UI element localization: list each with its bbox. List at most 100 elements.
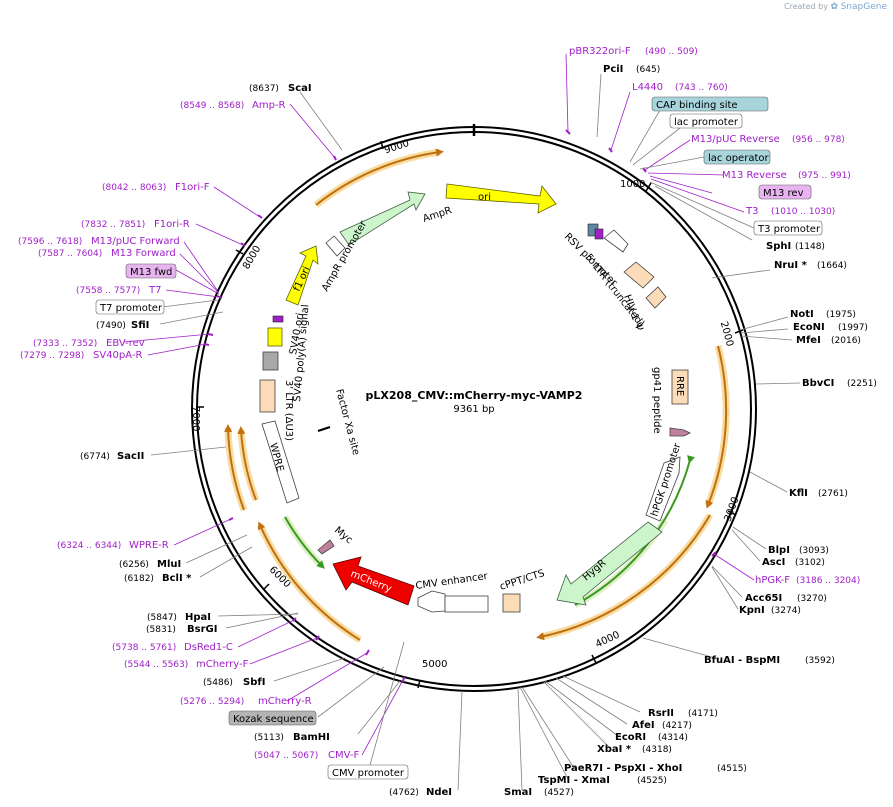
feature-3-ltr — [259, 379, 276, 413]
enzyme-name-bcli: BclI * — [162, 573, 192, 584]
snapgene-logo-icon: ✿ — [830, 2, 839, 12]
bleader-cmv-promoter — [369, 641, 405, 766]
tick-2000 — [734, 329, 744, 334]
primer-name-mcherry-r: mCherry-R — [258, 696, 312, 707]
bleader-kozak — [317, 666, 385, 718]
box-label-kozak: Kozak sequence — [233, 714, 314, 725]
primer-pos-amp-r: (8549 .. 8568) — [180, 101, 244, 111]
enzyme-name-sbfi: SbfI — [243, 677, 265, 688]
pleader-mcherry-r — [286, 652, 368, 702]
primer-name-pbr322: pBR322ori-F — [569, 46, 631, 57]
enzyme-name-bamhi: BamHI — [293, 732, 330, 743]
pleader-l4440 — [610, 91, 631, 151]
feature-myc — [317, 539, 335, 555]
pleader-m13rev-box — [649, 175, 713, 194]
enzyme-labels: (8637) ScaI PciI (645) SphI (1148) NruI … — [80, 64, 877, 798]
tick-1000 — [645, 182, 652, 192]
pleader-t3 — [650, 178, 745, 213]
enzyme-pos-bsrgi: (5831) — [146, 625, 176, 635]
enzyme-pos-bbvci: (2251) — [847, 379, 877, 389]
primer-pos-m13puc-rev: (956 .. 978) — [792, 135, 845, 145]
enzyme-pos-nrui: (1664) — [817, 261, 847, 271]
leader-mlui — [185, 534, 248, 564]
leader-xmai — [519, 686, 569, 780]
primer-pos-f1ori-f: (8042 .. 8063) — [102, 183, 166, 193]
enzyme-name-sacii: SacII — [117, 451, 144, 462]
enzyme-pos-acc65i: (3270) — [797, 594, 827, 604]
orf-arc-glow-6 — [237, 429, 260, 502]
enzyme-pos-xbai: (4318) — [642, 745, 672, 755]
box-label-cmv-promoter: CMV promoter — [332, 768, 405, 779]
backbone — [191, 124, 757, 692]
enzyme-pos-scai: (8637) — [249, 84, 279, 94]
pleader-m13puc-rev — [644, 139, 691, 171]
feature-hiv-psi — [645, 286, 667, 309]
enzyme-pos-bamhi: (5113) — [254, 733, 284, 743]
orf-arc-2 — [705, 345, 728, 509]
enzyme-pos-sphi: (1148) — [795, 242, 825, 252]
enzyme-name-mfei: MfeI — [796, 335, 821, 346]
leader-nrui — [711, 269, 771, 279]
enzyme-pos-econi: (1997) — [838, 323, 868, 333]
feature-gp41 — [669, 427, 691, 437]
primer-pos-m13-forward: (7587 .. 7604) — [38, 249, 102, 259]
box-t3-promoter — [753, 220, 823, 236]
orf-arc-1 — [315, 148, 444, 206]
bleader-lac-promoter — [632, 127, 681, 166]
enzyme-name-pcii: PciI — [603, 64, 623, 75]
feature-label-cppt: cPPT/CTS — [499, 568, 547, 593]
leader-kfli — [749, 471, 788, 493]
leader-econi — [740, 328, 789, 334]
primer-pos-ebv: (7333 .. 7352) — [33, 339, 97, 349]
primer-pos-m13-reverse: (975 .. 991) — [798, 171, 851, 181]
tick-3000 — [727, 510, 737, 516]
orf-arc-5 — [224, 424, 245, 511]
feature-label-ampr: AmpR — [422, 205, 454, 225]
box-cmv-promoter — [327, 764, 409, 780]
leader-ecori — [544, 680, 619, 737]
leader-sphi — [654, 185, 753, 241]
box-label-cap: CAP binding site — [656, 100, 738, 111]
feature-m13rev-site — [594, 228, 604, 240]
leader-xhoi — [521, 686, 575, 769]
primer-name-m13puc-rev: M13/pUC Reverse — [691, 134, 780, 145]
primer-mark-mcherry-r — [365, 649, 370, 656]
box-label-t3-promoter: T3 promoter — [757, 224, 821, 235]
primer-name-wpre-r: WPRE-R — [129, 540, 169, 551]
primer-name-t3: T3 — [745, 206, 758, 217]
leader-pcii — [596, 73, 602, 138]
primer-name-sv40pa: SV40pA-R — [93, 350, 142, 361]
primer-pos-wpre-r: (6324 .. 6344) — [57, 541, 121, 551]
tick-label-8000: 8000 — [241, 244, 263, 272]
primer-name-cmv-f: CMV-F — [328, 750, 359, 761]
pleader-dsred — [237, 619, 295, 648]
enzyme-name-sfii: SfiI — [131, 320, 149, 331]
feature-label-cmv-enhancer: CMV enhancer — [415, 571, 489, 592]
feature-label-hpgk: hPGK promoter — [649, 441, 683, 518]
tick-8000 — [235, 249, 244, 255]
leader-noti — [739, 316, 789, 331]
enzyme-pos-mlui: (6256) — [119, 560, 149, 570]
tick-label-2000: 2000 — [718, 320, 735, 347]
feature-factor-xa — [317, 426, 331, 432]
bleader-t3-promoter — [649, 181, 755, 229]
feature-5-ltr — [623, 261, 655, 289]
box-label-lac-operator: lac operator — [708, 153, 769, 164]
enzyme-name-ndei: NdeI — [426, 787, 452, 798]
primer-name-f1ori-f: F1ori-F — [175, 182, 210, 193]
primer-name-m13-reverse: M13 Reverse — [722, 170, 787, 181]
bleader-lac-operator — [639, 156, 705, 170]
leader-rsrii — [562, 675, 641, 713]
leader-kpni — [711, 566, 739, 610]
enzyme-name-rsrii: RsrII — [648, 708, 674, 719]
feature-wpre — [261, 420, 300, 504]
primer-pos-t3: (1010 .. 1030) — [771, 207, 835, 217]
primer-mark-t7 — [216, 295, 223, 299]
primer-labels: pBR322ori-F (490 .. 509) L4440 (743 .. 7… — [18, 46, 860, 761]
enzyme-name-sphi: SphI — [766, 241, 791, 252]
leader-mfei — [740, 335, 793, 341]
enzyme-pos-rsrii: (4171) — [688, 709, 718, 719]
plasmid-length: 9361 bp — [453, 404, 494, 415]
enzyme-name-bsrgi: BsrGI — [187, 624, 217, 635]
primer-pos-dsred: (5738 .. 5761) — [112, 643, 176, 653]
